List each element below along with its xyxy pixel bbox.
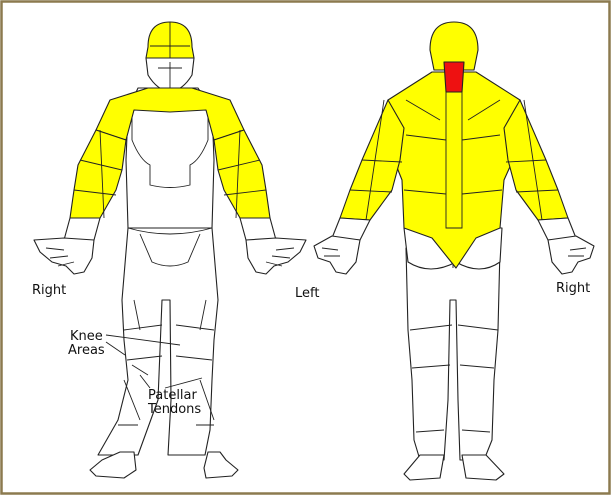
label-knee: Knee	[70, 329, 103, 344]
label-areas: Areas	[68, 343, 105, 358]
label-left: Left	[295, 286, 319, 301]
label-tendons: Tendons	[147, 402, 201, 417]
label-front-right: Right	[32, 283, 66, 298]
back-neck-critical[interactable]	[444, 62, 464, 92]
label-back-right: Right	[556, 281, 590, 296]
label-patellar: Patellar	[148, 388, 198, 403]
